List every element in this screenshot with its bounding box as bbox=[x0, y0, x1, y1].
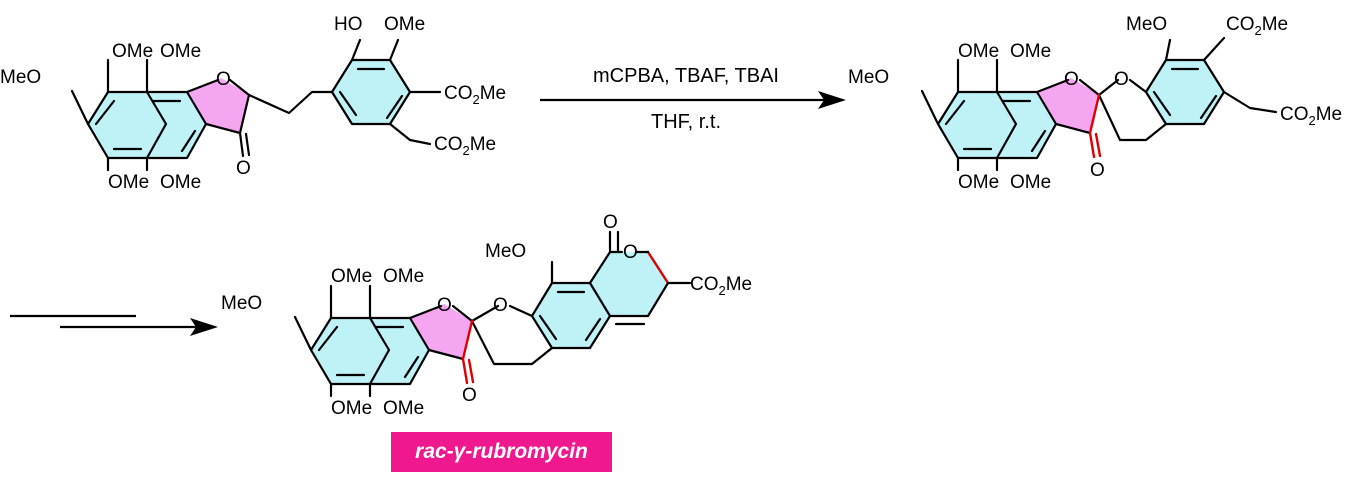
sm-ring-o: O bbox=[216, 69, 231, 90]
prod-meo: MeO bbox=[221, 293, 262, 314]
int-ome-3: OMe bbox=[958, 172, 999, 193]
conditions-label: THF, r.t. bbox=[651, 111, 721, 133]
int-ome-2: OMe bbox=[1010, 41, 1051, 62]
prod-ester: CO2Me bbox=[690, 274, 752, 298]
product: OMe OMe MeO OMe OMe O O O MeO O O CO2Me bbox=[221, 212, 752, 419]
int-furanone-fill bbox=[1037, 78, 1098, 132]
sm-substituent-bonds bbox=[70, 58, 354, 172]
sm-ome-1: OMe bbox=[112, 41, 153, 62]
reagents-label: mCPBA, TBAF, TBAI bbox=[593, 65, 779, 87]
prod-furanone-fill bbox=[410, 304, 471, 358]
prod-spiro-bonds bbox=[408, 304, 554, 366]
prod-ome-2: OMe bbox=[383, 266, 424, 287]
prod-meo-2: MeO bbox=[485, 241, 526, 262]
prod-lactone-o: O bbox=[623, 242, 638, 263]
sm-ester-1: CO2Me bbox=[444, 83, 506, 107]
sm-ho: HO bbox=[334, 14, 363, 35]
prod-ome-4: OMe bbox=[383, 398, 424, 419]
int-furan-o: O bbox=[1064, 69, 1079, 90]
int-new-bonds bbox=[1088, 93, 1102, 159]
int-meo: MeO bbox=[848, 67, 889, 88]
sm-furanone-fill bbox=[187, 78, 248, 132]
int-spiro-bonds bbox=[1035, 78, 1168, 142]
int-ome-4: OMe bbox=[1010, 172, 1051, 193]
prod-new-bonds bbox=[461, 250, 670, 385]
int-ome-1: OMe bbox=[958, 41, 999, 62]
prod-ome-1: OMe bbox=[331, 266, 372, 287]
int-ring-b-fill bbox=[997, 92, 1056, 158]
int-pyran-o: O bbox=[1114, 69, 1129, 90]
prod-furan-o: O bbox=[437, 295, 452, 316]
int-meo-2: MeO bbox=[1126, 14, 1167, 35]
prod-lactone-fill bbox=[590, 252, 668, 316]
reaction-arrow-1: mCPBA, TBAF, TBAI THF, r.t. bbox=[540, 65, 846, 133]
prod-ome-3: OMe bbox=[331, 398, 372, 419]
int-ester-2: CO2Me bbox=[1280, 104, 1342, 128]
intermediate: OMe OMe MeO OMe OMe O O O MeO CO2Me CO2M… bbox=[848, 14, 1342, 193]
sm-benzene-bonds bbox=[330, 38, 442, 146]
prod-ring-b-fill bbox=[370, 318, 429, 384]
int-benzene-bonds bbox=[1144, 36, 1278, 126]
sm-ome-4: OMe bbox=[160, 172, 201, 193]
product-name-badge: rac-γ-rubromycin bbox=[391, 432, 612, 472]
sm-ome-5: OMe bbox=[384, 14, 425, 35]
prod-ketone-o: O bbox=[462, 385, 477, 406]
sm-ome-3: OMe bbox=[108, 172, 149, 193]
sm-meo: MeO bbox=[0, 67, 41, 88]
sm-furanone-bonds bbox=[185, 78, 251, 158]
int-ester-1: CO2Me bbox=[1226, 14, 1288, 38]
int-ketone-o: O bbox=[1090, 160, 1105, 181]
prod-arene-bonds bbox=[530, 230, 692, 350]
sm-ring-b-fill bbox=[147, 92, 206, 158]
sm-ester-2: CO2Me bbox=[434, 134, 496, 158]
sm-ketone-o: O bbox=[236, 158, 251, 179]
prod-carbonyl-o: O bbox=[603, 212, 618, 233]
prod-pyran-o: O bbox=[493, 295, 508, 316]
multistep-arrow bbox=[10, 314, 218, 336]
starting-material: OMe OMe MeO OMe OMe O O HO OMe CO2Me CO2… bbox=[0, 14, 506, 193]
sm-ome-2: OMe bbox=[160, 41, 201, 62]
